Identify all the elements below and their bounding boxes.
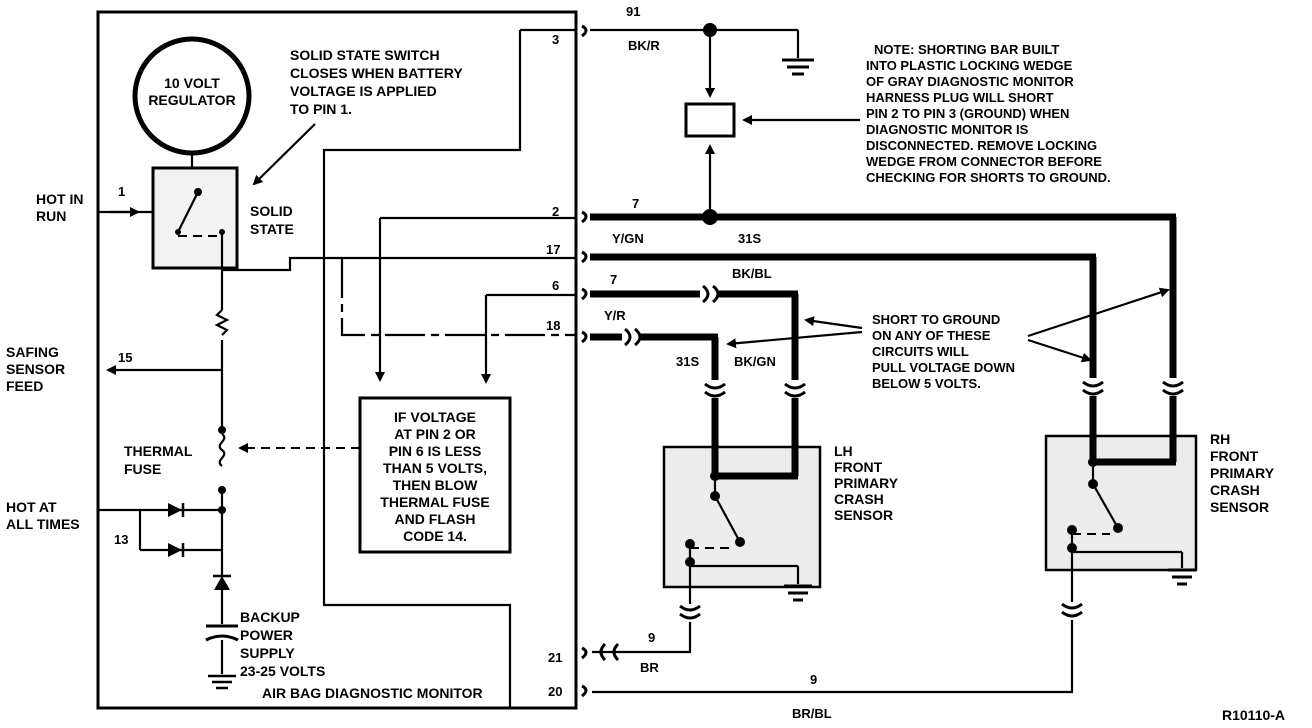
voltage-note-7: AND FLASH	[395, 511, 476, 527]
pin-1: 1	[118, 184, 125, 199]
voltage-note-1: IF VOLTAGE	[394, 409, 476, 425]
solid-state-label-1: SOLID	[250, 203, 293, 219]
safing-label-2: SENSOR	[6, 361, 65, 377]
shorting-note-4: HARNESS PLUG WILL SHORT	[866, 90, 1054, 105]
wire-y-r: Y/R	[604, 308, 626, 323]
hot-in-run-label-2: RUN	[36, 208, 66, 224]
diagnostic-monitor-box	[96, 10, 578, 710]
rh-sensor-label-3: PRIMARY	[1210, 465, 1275, 481]
pin-17: 17	[546, 242, 560, 257]
hot-at-all-times-label-1: HOT AT	[6, 499, 57, 515]
shorting-note-2: INTO PLASTIC LOCKING WEDGE	[866, 58, 1073, 73]
solid-state-note-4: TO PIN 1.	[290, 101, 352, 117]
voltage-note-2: AT PIN 2 OR	[394, 426, 475, 442]
voltage-note-5: THEN BLOW	[393, 477, 479, 493]
wire-bk-bl: BK/BL	[732, 266, 772, 281]
shorting-note-6: DIAGNOSTIC MONITOR IS	[866, 122, 1029, 137]
circuit-9-b: 9	[810, 672, 817, 687]
circuit-7-a: 7	[632, 196, 639, 211]
short-note-1: SHORT TO GROUND	[872, 312, 1000, 327]
wire-br-bl: BR/BL	[792, 706, 832, 721]
lh-sensor-label-2: FRONT	[834, 459, 883, 475]
lh-sensor-label-4: CRASH	[834, 491, 884, 507]
wire-y-gn: Y/GN	[612, 231, 644, 246]
hot-at-all-times-label-2: ALL TIMES	[6, 516, 80, 532]
pin-18: 18	[546, 318, 560, 333]
thermal-fuse-label-2: FUSE	[124, 461, 161, 477]
safing-label-3: FEED	[6, 378, 43, 394]
wire-br: BR	[640, 660, 659, 675]
pin-15: 15	[118, 350, 132, 365]
circuit-9-a: 9	[648, 630, 655, 645]
rh-sensor-label-1: RH	[1210, 431, 1230, 447]
solid-state-note-3: VOLTAGE IS APPLIED	[290, 83, 437, 99]
voltage-note-4: THAN 5 VOLTS,	[383, 460, 487, 476]
solid-state-note-2: CLOSES WHEN BATTERY	[290, 65, 463, 81]
hot-in-run-label-1: HOT IN	[36, 191, 83, 207]
circuit-91: 91	[626, 4, 640, 19]
voltage-note-6: THERMAL FUSE	[380, 494, 489, 510]
lh-sensor-label-1: LH	[834, 443, 853, 459]
pin-20: 20	[548, 684, 562, 699]
shorting-note-1: NOTE: SHORTING BAR BUILT	[874, 42, 1059, 57]
pin-6: 6	[552, 278, 559, 293]
circuit-31s-a: 31S	[738, 231, 761, 246]
shorting-note-7: DISCONNECTED. REMOVE LOCKING	[866, 138, 1097, 153]
short-note-2: ON ANY OF THESE	[872, 328, 991, 343]
regulator-label-2: REGULATOR	[148, 92, 235, 108]
shorting-note-8: WEDGE FROM CONNECTOR BEFORE	[866, 154, 1102, 169]
lh-sensor-label-5: SENSOR	[834, 507, 893, 523]
lh-sensor-label-3: PRIMARY	[834, 475, 899, 491]
voltage-note-8: CODE 14.	[403, 528, 467, 544]
backup-label-2: POWER	[240, 627, 293, 643]
voltage-note-3: PIN 6 IS LESS	[389, 443, 482, 459]
pin-2: 2	[552, 204, 559, 219]
safing-label-1: SAFING	[6, 344, 59, 360]
pin-3: 3	[552, 32, 559, 47]
shorting-bar	[684, 102, 736, 138]
backup-label-4: 23-25 VOLTS	[240, 663, 325, 679]
wire-bk-r: BK/R	[628, 38, 660, 53]
rh-sensor-label-5: SENSOR	[1210, 499, 1269, 515]
circuit-7-b: 7	[610, 272, 617, 287]
voltage-logic-box	[358, 396, 512, 554]
short-note-3: CIRCUITS WILL	[872, 344, 969, 359]
solid-state-switch	[151, 166, 239, 270]
solid-state-note-1: SOLID STATE SWITCH	[290, 47, 440, 63]
pin-21: 21	[548, 650, 562, 665]
circuit-31s-b: 31S	[676, 354, 699, 369]
figure-id: R10110-A	[1222, 707, 1285, 723]
wire-bk-gn: BK/GN	[734, 354, 776, 369]
shorting-note-3: OF GRAY DIAGNOSTIC MONITOR	[866, 74, 1074, 89]
module-name: AIR BAG DIAGNOSTIC MONITOR	[262, 685, 483, 701]
regulator-label-1: 10 VOLT	[164, 75, 220, 91]
rh-sensor-label-4: CRASH	[1210, 482, 1260, 498]
short-note-5: BELOW 5 VOLTS.	[872, 376, 981, 391]
shorting-note-5: PIN 2 TO PIN 3 (GROUND) WHEN	[866, 106, 1069, 121]
backup-label-3: SUPPLY	[240, 645, 295, 661]
shorting-note-9: CHECKING FOR SHORTS TO GROUND.	[866, 170, 1111, 185]
thermal-fuse-label-1: THERMAL	[124, 443, 193, 459]
solid-state-label-2: STATE	[250, 221, 294, 237]
backup-label-1: BACKUP	[240, 609, 300, 625]
pin-13: 13	[114, 532, 128, 547]
short-note-4: PULL VOLTAGE DOWN	[872, 360, 1015, 375]
rh-sensor-label-2: FRONT	[1210, 448, 1259, 464]
